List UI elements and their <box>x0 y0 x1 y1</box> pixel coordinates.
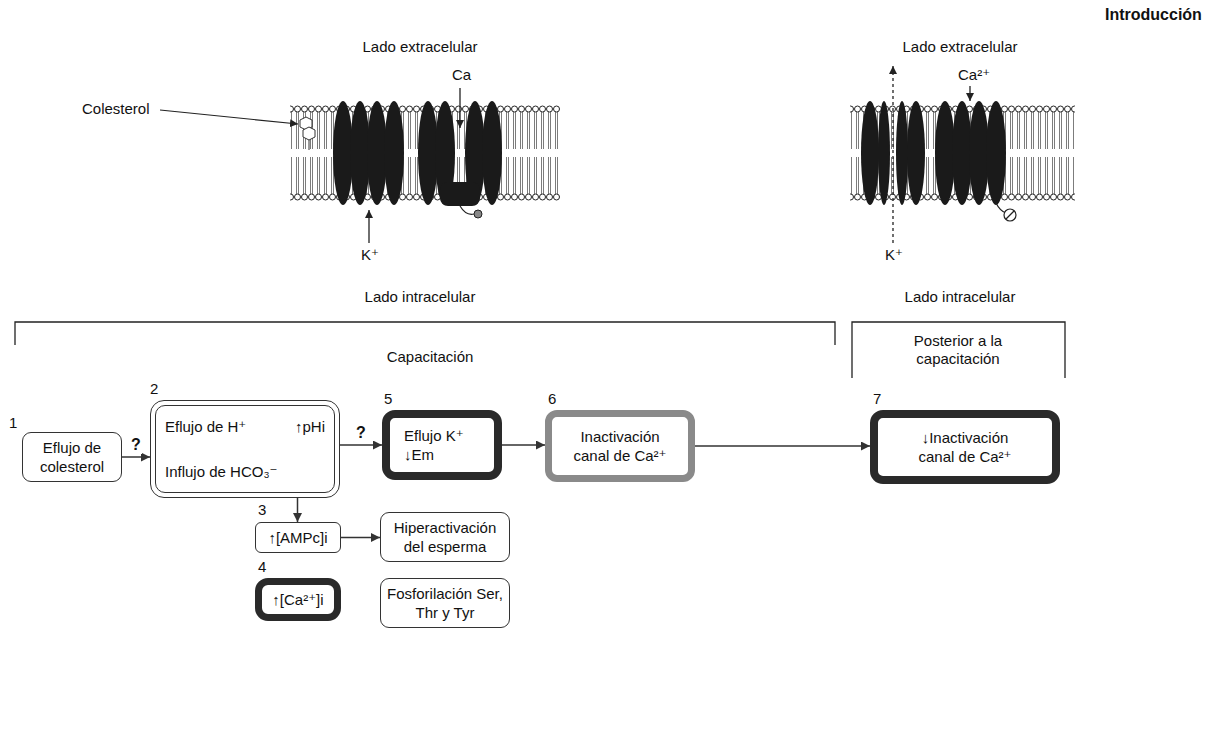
box-text: ↑[Ca²⁺]i <box>266 590 330 609</box>
channel-subunit <box>861 101 879 205</box>
text-label: K⁺ <box>361 246 379 264</box>
callout-number: 1 <box>9 414 17 432</box>
process-box: Inactivación canal de Ca²⁺ <box>545 410 695 482</box>
channel-subunit <box>384 101 404 205</box>
process-box: Eflujo de colesterol <box>22 432 122 482</box>
ion-arrow <box>969 86 970 101</box>
sterol-tail <box>309 140 310 150</box>
arrow-connector <box>122 456 150 458</box>
text-label: Lado extracelular <box>362 38 477 56</box>
text-label: Posterior a la capacitación <box>873 332 1043 368</box>
box-text: ↑pHi <box>295 417 325 436</box>
process-box: ↑[AMPc]i <box>255 522 341 553</box>
text-label: Lado extracelular <box>902 38 1017 56</box>
box-text: Eflujo K⁺ <box>404 426 480 445</box>
box-text: Fosforilación Ser, Thr y Tyr <box>387 584 503 622</box>
callout-number: 5 <box>384 390 392 408</box>
inhibited-slash <box>1006 211 1014 219</box>
arrow-connector <box>502 444 545 446</box>
leader-arrow <box>160 110 298 124</box>
channel-tether <box>460 206 474 214</box>
callout-number: 2 <box>150 380 158 398</box>
text-label: Ca <box>452 66 471 84</box>
potassium-channel <box>333 101 404 205</box>
cholesterol-molecule <box>300 117 315 150</box>
sterol-ring <box>303 127 315 140</box>
process-box: ↑[Ca²⁺]i <box>255 578 341 621</box>
channel-subunit <box>907 101 925 205</box>
process-box: Eflujo de H⁺ ↑pHiInflujo de HCO₃⁻ <box>150 400 340 498</box>
edge-label: ? <box>130 436 142 454</box>
text-label: Ca²⁺ <box>958 66 990 84</box>
box-text: Eflujo de H⁺ <box>165 417 285 436</box>
arrow-connector <box>341 537 380 539</box>
callout-number: 6 <box>548 390 556 408</box>
ion-arrow-dotted <box>892 66 893 243</box>
process-box: Fosforilación Ser, Thr y Tyr <box>380 578 510 628</box>
process-box: ↓Inactivación canal de Ca²⁺ <box>870 410 1060 484</box>
arrow-connector <box>340 444 382 446</box>
calcium-channel-closed <box>935 101 1006 205</box>
text-label: K⁺ <box>885 246 903 264</box>
box-text: Hiperactivación del esperma <box>387 518 503 556</box>
box-text: Influjo de HCO₃⁻ <box>165 462 325 481</box>
text-label: Capacitación <box>387 348 474 366</box>
ion-arrow <box>459 88 460 128</box>
arrow-connector <box>695 445 870 447</box>
phase-bracket <box>852 322 1065 378</box>
box-text: ↑[AMPc]i <box>260 528 336 547</box>
inhibited-symbol <box>1004 209 1016 221</box>
text-label: Colesterol <box>82 100 150 118</box>
ion-arrow <box>368 210 369 243</box>
text-label: Lado intracelular <box>905 288 1016 306</box>
phase-bracket <box>15 322 835 345</box>
box-text: ↓Inactivación canal de Ca²⁺ <box>910 428 1020 466</box>
callout-number: 4 <box>258 558 266 576</box>
box-text: Inactivación canal de Ca²⁺ <box>568 427 672 465</box>
channel-subunit <box>986 101 1006 205</box>
process-box: Hiperactivación del esperma <box>380 512 510 562</box>
box-text: Eflujo de colesterol <box>29 438 115 476</box>
edge-label: ? <box>355 424 367 442</box>
arrow-connector <box>297 498 299 522</box>
box-text: ↓Em <box>404 445 480 464</box>
callout-number: 3 <box>258 501 266 519</box>
text-label: Introducción <box>1105 6 1202 24</box>
channel-subunit <box>896 101 908 205</box>
channel-base <box>440 182 480 206</box>
channel-ball <box>474 210 482 218</box>
text-label: Lado intracelular <box>365 288 476 306</box>
channel-subunit <box>878 101 890 205</box>
channel-subunit <box>482 101 502 205</box>
process-box: Eflujo K⁺↓Em <box>382 410 502 480</box>
callout-number: 7 <box>873 390 881 408</box>
